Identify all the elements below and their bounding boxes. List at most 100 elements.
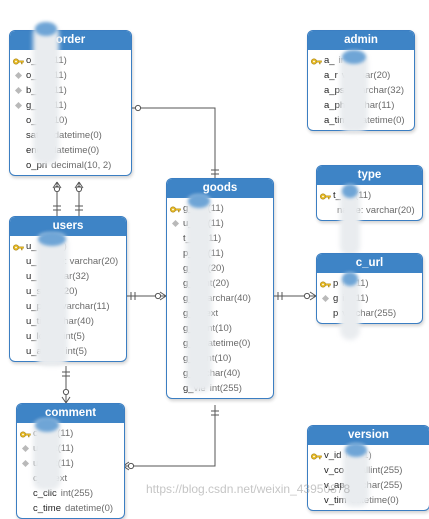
table-order[interactable]: ordero_int(11)o_int(11)b_int(11)g_int(11…	[9, 30, 132, 176]
cardinality-ring	[62, 388, 70, 396]
field-row[interactable]: o_int(11)	[10, 68, 131, 83]
field-row[interactable]: a_phonchar(11)	[308, 98, 414, 113]
redaction-blur	[340, 186, 360, 256]
field-spacer	[167, 276, 183, 291]
field-row[interactable]: o_int(10)	[10, 113, 131, 128]
diamond-icon	[171, 219, 180, 228]
key-icon	[19, 429, 31, 438]
field-row[interactable]: g_tivarchar(40)	[167, 291, 273, 306]
cardinality-mark	[65, 396, 71, 404]
field-row[interactable]: p_int(11)	[167, 246, 273, 261]
field-row[interactable]: g_vieint(255)	[167, 381, 273, 396]
field-spacer	[10, 128, 26, 143]
field-row[interactable]: g_int(11)	[10, 98, 131, 113]
field-row[interactable]: u_phonvarchar(11)	[10, 299, 126, 314]
field-row[interactable]: end_datetime(0)	[10, 143, 131, 158]
table-title[interactable]: users	[10, 217, 126, 236]
diamond-icon	[321, 294, 330, 303]
field-name: b_	[26, 85, 37, 96]
field-row[interactable]: u_int(11)	[167, 216, 273, 231]
table-title[interactable]: order	[10, 31, 131, 50]
field-row[interactable]: pint(11)	[317, 276, 422, 291]
field-type: datetime(0)	[350, 495, 399, 506]
field-name: a_psw	[324, 85, 352, 96]
field-name: p	[333, 278, 339, 289]
field-type: varchar(255)	[342, 308, 397, 319]
foreign-key-icon	[167, 216, 183, 231]
field-row[interactable]: g_wint(10)	[167, 351, 273, 366]
primary-key-icon	[10, 239, 26, 254]
field-row[interactable]: satrt_datetime(0)	[10, 128, 131, 143]
table-title[interactable]: comment	[17, 404, 124, 423]
field-row[interactable]: g_dtext	[167, 306, 273, 321]
primary-key-icon	[17, 426, 33, 441]
table-type[interactable]: type t_int(11)name: varchar(20)	[316, 165, 423, 221]
field-name: v_ap	[324, 480, 345, 491]
foreign-key-icon	[317, 291, 333, 306]
field-row[interactable]: b_int(11)	[10, 83, 131, 98]
cardinality-mark	[78, 181, 84, 189]
cardinality-mark	[74, 181, 80, 189]
table-title[interactable]: version	[308, 426, 429, 445]
field-row[interactable]: t_int(11)	[167, 231, 273, 246]
field-row[interactable]: u_varchar(32)	[10, 269, 126, 284]
cardinality-ring	[127, 462, 135, 470]
field-row[interactable]: g_tidatetime(0)	[167, 336, 273, 351]
field-name: v_id	[324, 450, 342, 461]
redaction-blur	[340, 274, 360, 340]
field-row[interactable]: g_int(11)	[167, 201, 273, 216]
field-spacer	[10, 113, 26, 128]
field-name: u_	[26, 271, 37, 282]
field-row[interactable]: o_int(11)	[10, 53, 131, 68]
field-type: datetime(0)	[356, 115, 405, 126]
key-icon	[319, 279, 331, 288]
field-name: u_	[26, 241, 37, 252]
table-title[interactable]: type	[317, 166, 422, 185]
field-name: c_clic	[33, 488, 57, 499]
table-goods[interactable]: goods g_int(11)u_int(11)t_int(11)p_int(11…	[166, 178, 274, 399]
field-row[interactable]: u_int(11)	[10, 239, 126, 254]
diamond-icon	[21, 444, 30, 453]
field-name: v_tim	[324, 495, 347, 506]
redaction-blur	[186, 196, 212, 392]
redaction-blur-cap	[35, 22, 57, 36]
er-diagram-canvas: ordero_int(11)o_int(11)b_int(11)g_int(11…	[9, 22, 429, 519]
redaction-blur-cap	[342, 272, 358, 286]
field-row[interactable]: gint(11)	[317, 291, 422, 306]
field-row[interactable]: t_int(11)	[317, 188, 422, 203]
field-row[interactable]: name: varchar(20)	[317, 203, 422, 218]
field-type: char(40)	[58, 316, 94, 327]
field-type: int(5)	[65, 346, 88, 357]
field-row[interactable]: u_name: varchar(20)	[10, 254, 126, 269]
cardinality-mark	[52, 181, 58, 189]
field-row[interactable]: g_nichar(40)	[167, 366, 273, 381]
field-row[interactable]: g_int(20)	[167, 261, 273, 276]
table-users[interactable]: users u_int(11)u_name: varchar(20)u_varch…	[9, 216, 127, 362]
field-row[interactable]: u_timechar(40)	[10, 314, 126, 329]
field-row[interactable]: g_stint(10)	[167, 321, 273, 336]
table-title[interactable]: goods	[167, 179, 273, 198]
primary-key-icon	[10, 53, 26, 68]
field-row[interactable]: u_suint(20)	[10, 284, 126, 299]
field-spacer	[167, 306, 183, 321]
field-spacer	[17, 471, 33, 486]
table-title[interactable]: admin	[308, 31, 414, 50]
field-name: o_pri	[26, 160, 48, 171]
diamond-icon	[21, 459, 30, 468]
cardinality-mark	[309, 295, 317, 301]
field-spacer	[167, 351, 183, 366]
table-title[interactable]: c_url	[317, 254, 422, 273]
